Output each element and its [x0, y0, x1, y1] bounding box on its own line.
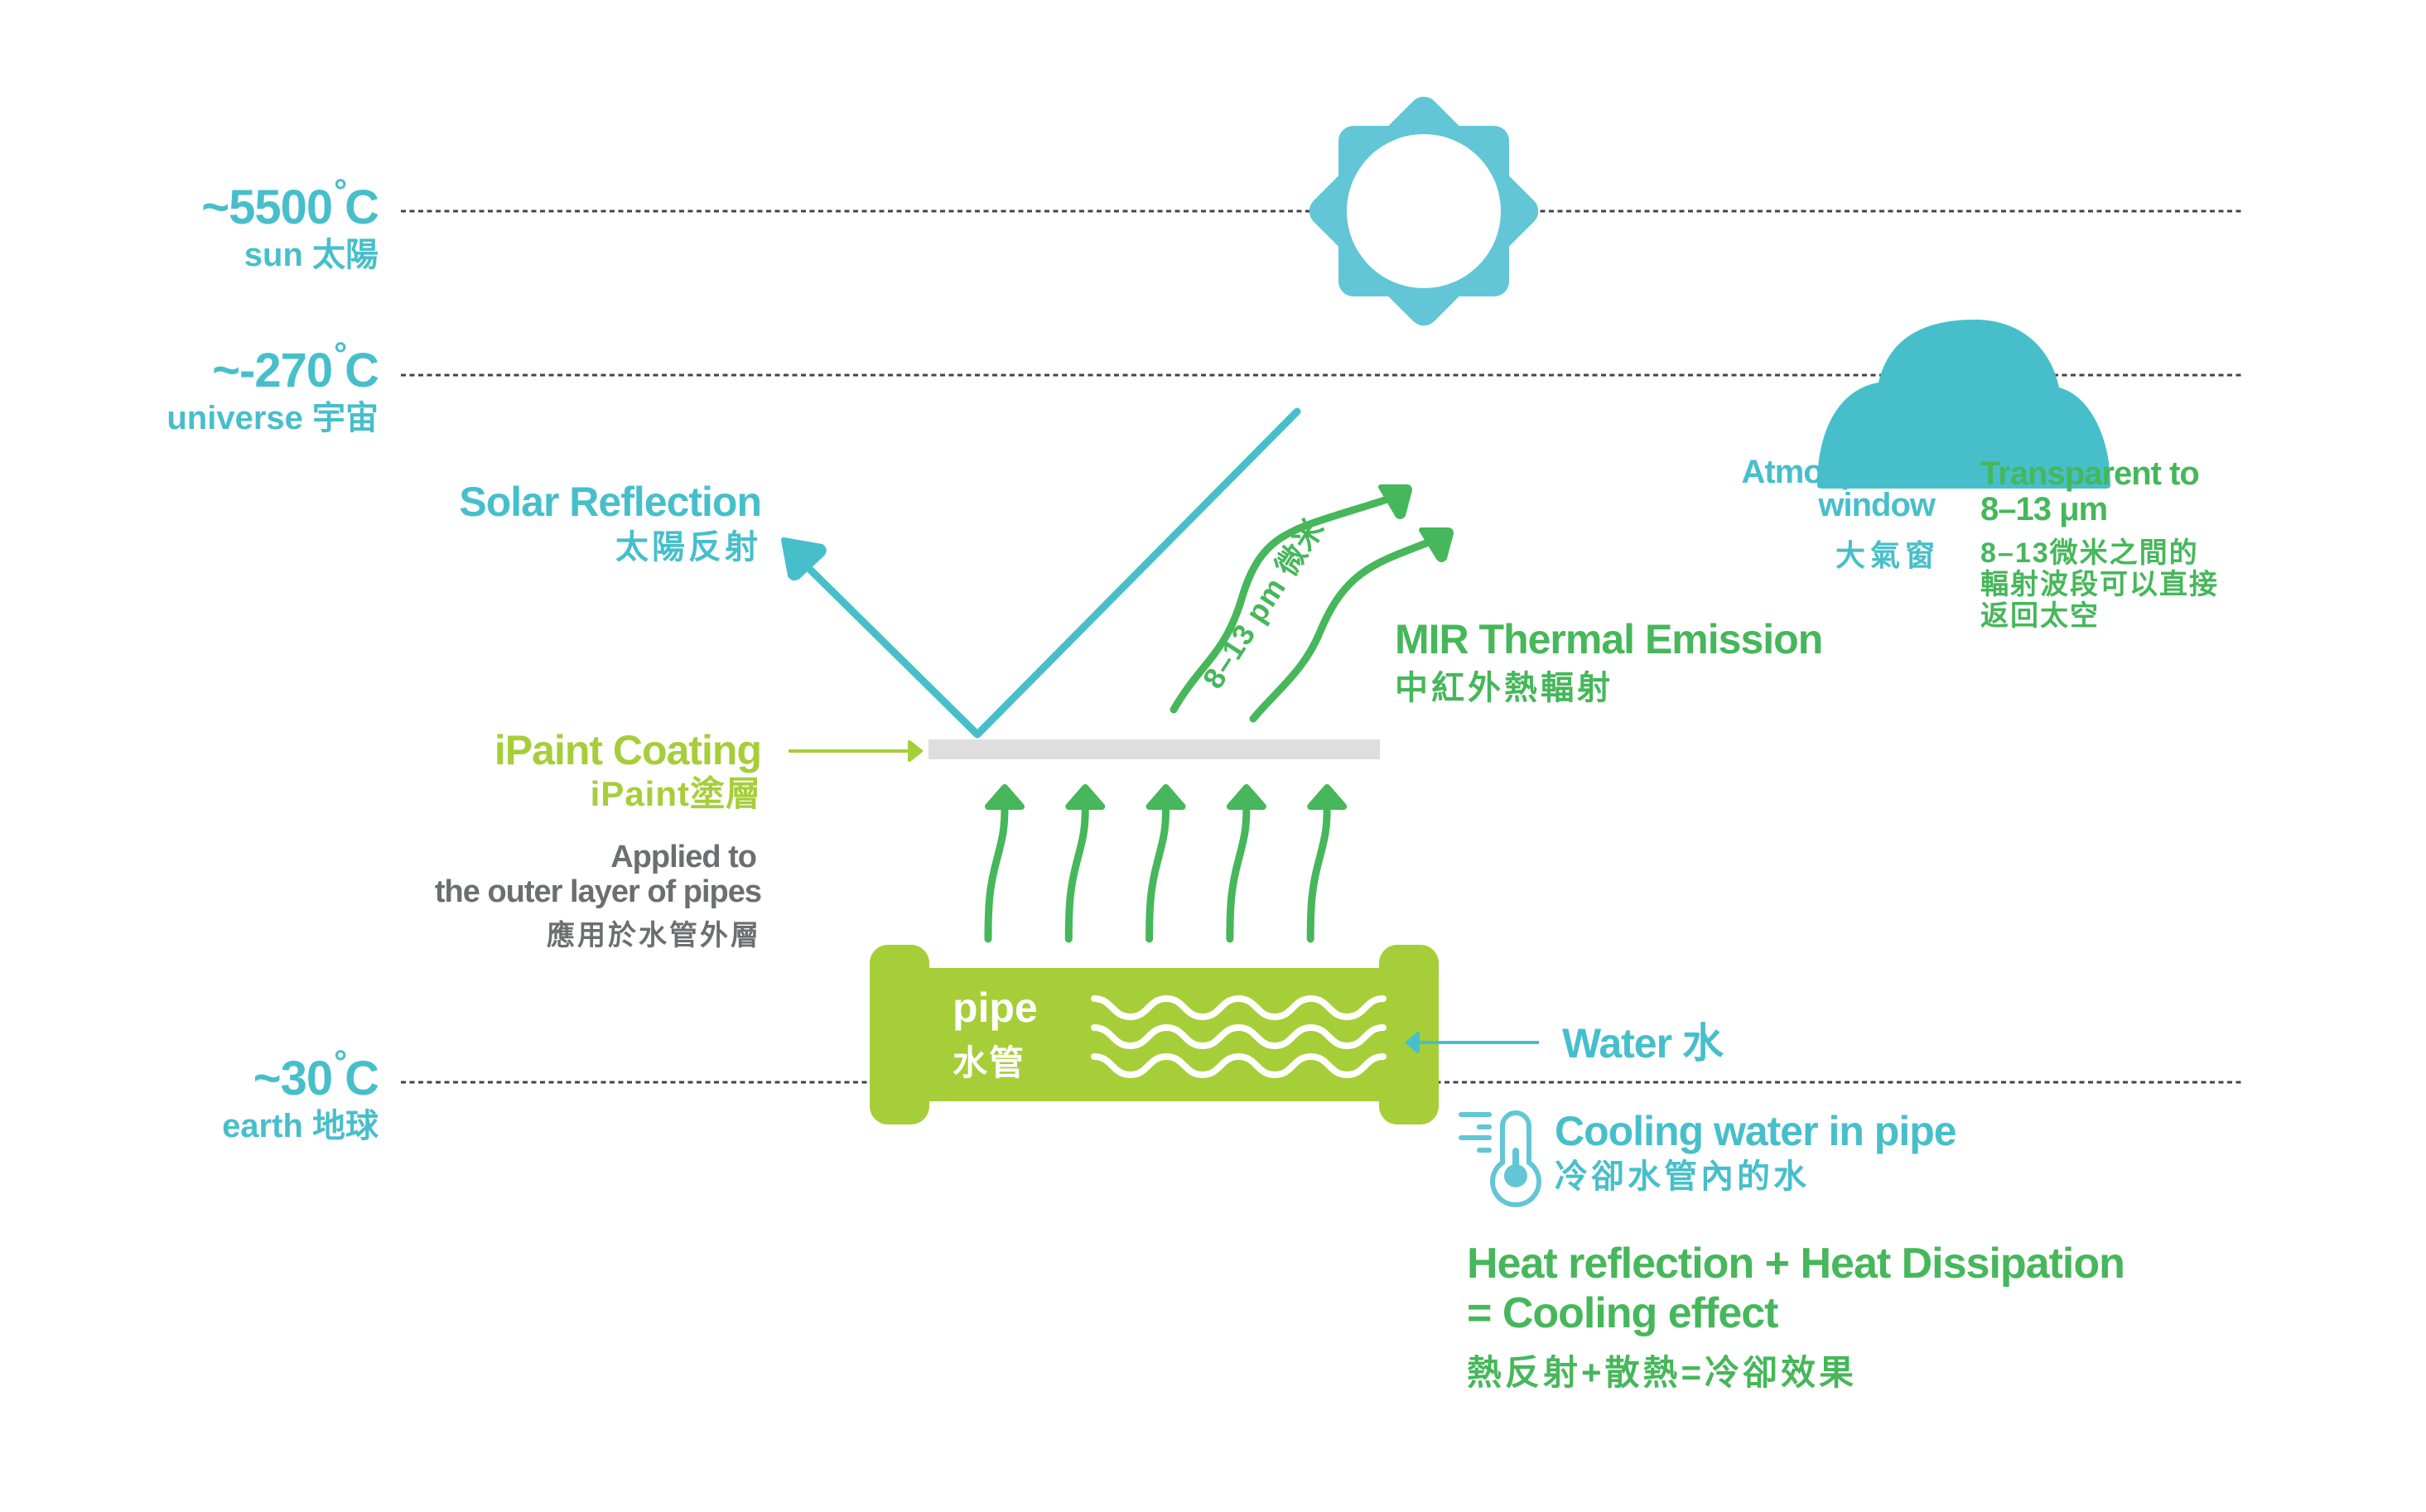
ipaint-title-zh: iPaint塗層	[590, 774, 761, 813]
heat-arrowhead	[1226, 784, 1266, 810]
sun-level-label: ~5500°C sun 太陽	[201, 173, 379, 273]
water-wave	[1091, 1052, 1387, 1079]
earth-place-name: earth 地球	[222, 1108, 379, 1144]
ipaint-desc-zh: 應用於水管外層	[547, 920, 761, 951]
atmospheric-window-label: Atmospheric window 大氣窗	[1742, 455, 1936, 575]
coating-layer	[928, 739, 1380, 759]
heat-arrowhead	[1145, 784, 1186, 810]
transparent-line2: 8–13 μm	[1980, 491, 2108, 527]
transparent-zh-line2: 輻射波段可以直接	[1980, 569, 2219, 600]
universe-level-label: ~-270°C universe 宇宙	[166, 336, 379, 436]
water-wave	[1091, 1023, 1387, 1050]
cooling-water-zh: 冷卻水管內的水	[1555, 1158, 1810, 1195]
heat-arrow	[1064, 784, 1106, 943]
solar-reflection-zh: 太陽反射	[615, 529, 761, 566]
universe-temperature: ~-270°C	[212, 336, 379, 397]
heat-arrowhead	[1307, 784, 1348, 810]
heat-arrowhead	[985, 784, 1025, 810]
atmospheric-window-line1: Atmospheric	[1741, 454, 1936, 490]
heat-dissipation-arrows	[984, 784, 1348, 943]
transparent-label: Transparent to 8–13 μm 8–13微米之間的 輻射波段可以直…	[1980, 455, 2219, 633]
mir-emission-en: MIR Thermal Emission	[1395, 616, 1823, 662]
earth-temperature: ~30°C	[253, 1044, 379, 1105]
water-waves	[1091, 994, 1387, 1079]
summary-line2: = Cooling effect	[1467, 1289, 1778, 1337]
ipaint-desc-line1: Applied to	[610, 840, 757, 874]
ipaint-desc-line2: the outer layer of pipes	[434, 874, 762, 909]
transparent-zh-line3: 返回太空	[1980, 600, 2100, 632]
mir-arrowhead-1	[1378, 484, 1412, 519]
thermometer-icon	[1459, 1110, 1541, 1207]
water-wave	[1091, 994, 1387, 1021]
universe-place-name: universe 宇宙	[166, 400, 379, 436]
pipe-label-en: pipe	[953, 985, 1038, 1031]
atmospheric-window-line2: window	[1818, 487, 1936, 523]
cooling-water-en: Cooling water in pipe	[1555, 1108, 1957, 1154]
summary-zh: 熱反射+散熱=冷卻效果	[1467, 1353, 1858, 1392]
atmospheric-window-zh: 大氣窗	[1835, 538, 1940, 572]
reflection-arrowhead	[781, 537, 827, 581]
ipaint-title-en: iPaint Coating	[494, 727, 762, 773]
solar-reflection-ray	[781, 407, 1301, 739]
mir-emission-label: MIR Thermal Emission 中紅外熱輻射	[1395, 616, 1823, 707]
cooling-effect-summary: Heat reflection + Heat Dissipation = Coo…	[1467, 1239, 2125, 1395]
transparent-line1: Transparent to	[1980, 455, 2200, 492]
solar-reflection-label: Solar Reflection 太陽反射	[459, 479, 762, 566]
ipaint-coating-label: iPaint Coating iPaint塗層 Applied to the o…	[434, 727, 762, 952]
sun-icon	[1309, 96, 1539, 326]
solar-reflection-en: Solar Reflection	[459, 479, 762, 525]
sun-place-name: sun 太陽	[244, 237, 379, 273]
cooling-water-label: Cooling water in pipe 冷卻水管內的水	[1555, 1108, 1957, 1196]
water-pointer-arrow	[1406, 1032, 1539, 1053]
ipaint-pointer-arrow	[789, 740, 923, 762]
mir-arrow-1	[1170, 496, 1389, 714]
mir-arrowhead-2	[1419, 527, 1454, 562]
heat-arrow	[1145, 784, 1186, 943]
transparent-zh-line1: 8–13微米之間的	[1980, 537, 2199, 569]
heat-arrow	[1306, 784, 1348, 943]
heat-arrow	[1226, 784, 1266, 943]
cloud-icon	[1817, 320, 2110, 489]
water-label: Water 水	[1562, 1020, 1724, 1067]
mir-emission-zh: 中紅外熱輻射	[1395, 670, 1613, 706]
summary-line1: Heat reflection + Heat Dissipation	[1467, 1240, 2125, 1288]
sun-temperature: ~5500°C	[201, 173, 379, 234]
mir-emission-arrows	[1170, 496, 1430, 723]
pipe-label-zh: 水管	[953, 1043, 1026, 1082]
heat-arrow	[984, 784, 1025, 943]
earth-level-label: ~30°C earth 地球	[222, 1044, 379, 1144]
pipe-label: pipe 水管	[953, 987, 1038, 1086]
mir-arrow-2	[1249, 539, 1430, 723]
heat-arrowhead	[1065, 784, 1106, 810]
